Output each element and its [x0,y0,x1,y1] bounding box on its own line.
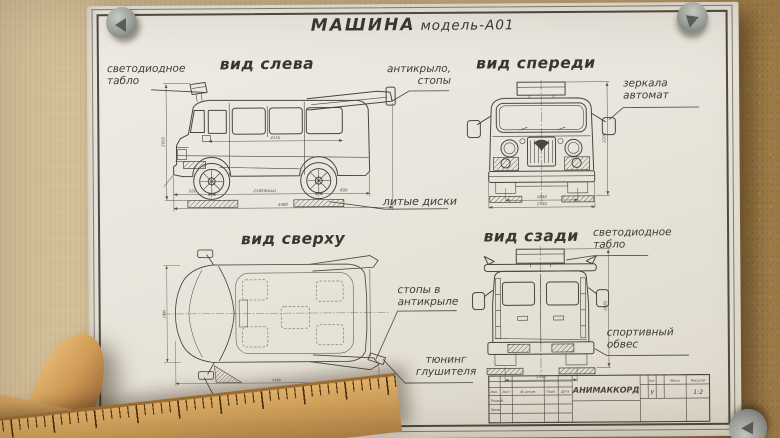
svg-text:2100: 2100 [601,132,606,143]
svg-text:4460: 4460 [278,202,289,207]
callout-alloy-wheels: литые диски [382,194,458,209]
rear-view-drawing: 2065 1440 [472,246,612,383]
emblem [533,139,550,152]
callout-led-board-rear: светодиодное табло [593,226,672,251]
scale-value: 1:2 [693,389,703,396]
svg-text:Масса: Масса [670,379,680,383]
svg-text:У: У [650,389,654,396]
callout-body-kit: спортивный обвес [606,326,674,351]
svg-text:950: 950 [189,189,197,194]
callout-spoiler-side: антикрыло, стопы [386,62,452,87]
front-view-drawing: 2100 1640 1940 [466,80,616,209]
front-dimensions: 2100 1640 1940 [488,81,610,209]
callout-leader-lines [151,89,700,409]
svg-text:2155: 2155 [270,135,281,140]
svg-text:2065: 2065 [603,300,608,311]
svg-text:2160(база): 2160(база) [253,188,276,193]
pushpin-top-left [106,7,137,38]
blueprint-paper: МАШИНА модель-А01 вид слева вид спереди … [86,1,742,438]
rear-dimensions: 2065 1440 [504,248,612,383]
svg-text:4460: 4460 [272,378,281,382]
svg-text:Масштаб: Масштаб [691,378,705,382]
callout-exhaust-tuning: тюнинг глушителя [415,353,477,378]
svg-text:Дата: Дата [560,390,569,394]
svg-text:Лит.: Лит. [648,379,656,383]
svg-text:2065: 2065 [160,136,165,147]
company-name: АНИМАККОРД [572,385,640,394]
side-dimensions: 2065 950 2160(база) 600 4460 2155 [160,83,394,212]
svg-text:Изм.: Изм. [490,390,498,394]
title-block: Изм. Лист № докум. Подп. Дата Разраб. Пр… [488,373,711,424]
side-view-drawing: 2065 950 2160(база) 600 4460 2155 [160,81,396,212]
svg-text:1440: 1440 [536,374,547,379]
callout-led-board-side: светодиодное табло [106,62,186,87]
svg-text:Лист: Лист [501,390,510,394]
callout-spoiler-stops: стопы в антикрыле [397,283,459,308]
grille [526,136,557,167]
rear-wheel [300,162,338,200]
svg-text:Подп.: Подп. [546,390,556,394]
svg-text:600: 600 [340,187,348,192]
svg-text:Пров.: Пров. [491,408,501,412]
svg-text:1940: 1940 [537,201,548,206]
svg-text:1940: 1940 [162,310,166,319]
svg-text:№ докум.: № докум. [519,390,536,394]
callout-auto-mirrors: зеркала автомат [623,77,669,102]
svg-text:Разраб.: Разраб. [491,399,504,403]
svg-text:1640: 1640 [537,194,548,199]
